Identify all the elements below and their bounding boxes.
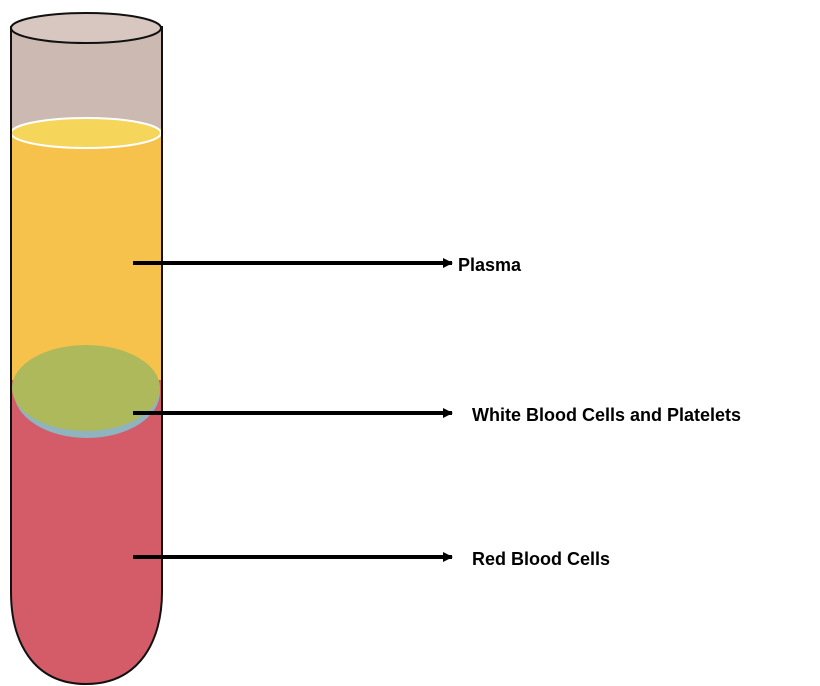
test-tube [11,13,162,684]
red-cells-label: Red Blood Cells [472,549,610,569]
plasma-layer [11,128,162,382]
buffy-coat-layer [12,345,160,431]
plasma-label: Plasma [458,255,522,275]
labels-group: Plasma White Blood Cells and Platelets R… [133,255,741,569]
tube-rim [11,13,161,43]
buffy-coat-label: White Blood Cells and Platelets [472,405,741,425]
plasma-surface [11,118,161,148]
